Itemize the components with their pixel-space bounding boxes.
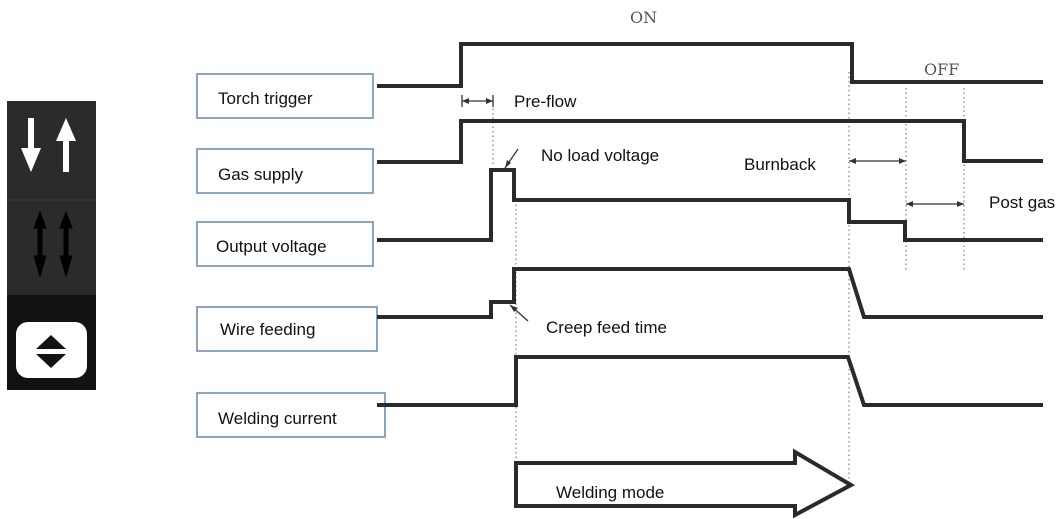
output-voltage-box bbox=[196, 221, 374, 267]
trigger-4t-icon[interactable] bbox=[33, 210, 73, 278]
gas-supply-box bbox=[196, 148, 374, 194]
on-state-label: ON bbox=[630, 8, 657, 27]
trigger-2t-icon[interactable] bbox=[21, 118, 76, 172]
pre-flow-dimension bbox=[461, 95, 494, 107]
no-load-voltage-leader bbox=[504, 148, 519, 169]
torch-trigger-label: Torch trigger bbox=[218, 89, 313, 108]
post-gas-dimension bbox=[906, 201, 964, 207]
timing-guides bbox=[492, 72, 965, 490]
creep-feed-leader bbox=[509, 304, 529, 322]
welding-current-waveform bbox=[377, 355, 1043, 407]
mode-select-icon[interactable] bbox=[16, 322, 87, 378]
side-panel bbox=[7, 101, 96, 390]
wire-feeding-waveform bbox=[377, 267, 1043, 319]
no-load-voltage-label: No load voltage bbox=[541, 146, 659, 165]
gas-supply-waveform bbox=[377, 119, 1043, 164]
torch-trigger-box bbox=[196, 73, 374, 119]
welding-mode-label: Welding mode bbox=[556, 483, 664, 502]
welding-current-box bbox=[196, 392, 386, 438]
burnback-label: Burnback bbox=[744, 155, 816, 174]
burnback-dimension bbox=[849, 158, 906, 164]
welding-mode-arrow bbox=[514, 448, 856, 519]
off-state-label: OFF bbox=[924, 60, 959, 79]
torch-trigger-waveform bbox=[377, 42, 1043, 88]
gas-supply-label: Gas supply bbox=[218, 165, 304, 184]
pre-flow-label: Pre-flow bbox=[514, 92, 577, 111]
wire-feeding-label: Wire feeding bbox=[220, 320, 315, 339]
output-voltage-waveform bbox=[377, 168, 1043, 242]
welding-current-label: Welding current bbox=[218, 409, 337, 428]
output-voltage-label: Output voltage bbox=[216, 237, 327, 256]
post-gas-label: Post gas bbox=[989, 193, 1055, 212]
wire-feeding-box bbox=[196, 306, 378, 352]
creep-feed-time-label: Creep feed time bbox=[546, 318, 667, 337]
